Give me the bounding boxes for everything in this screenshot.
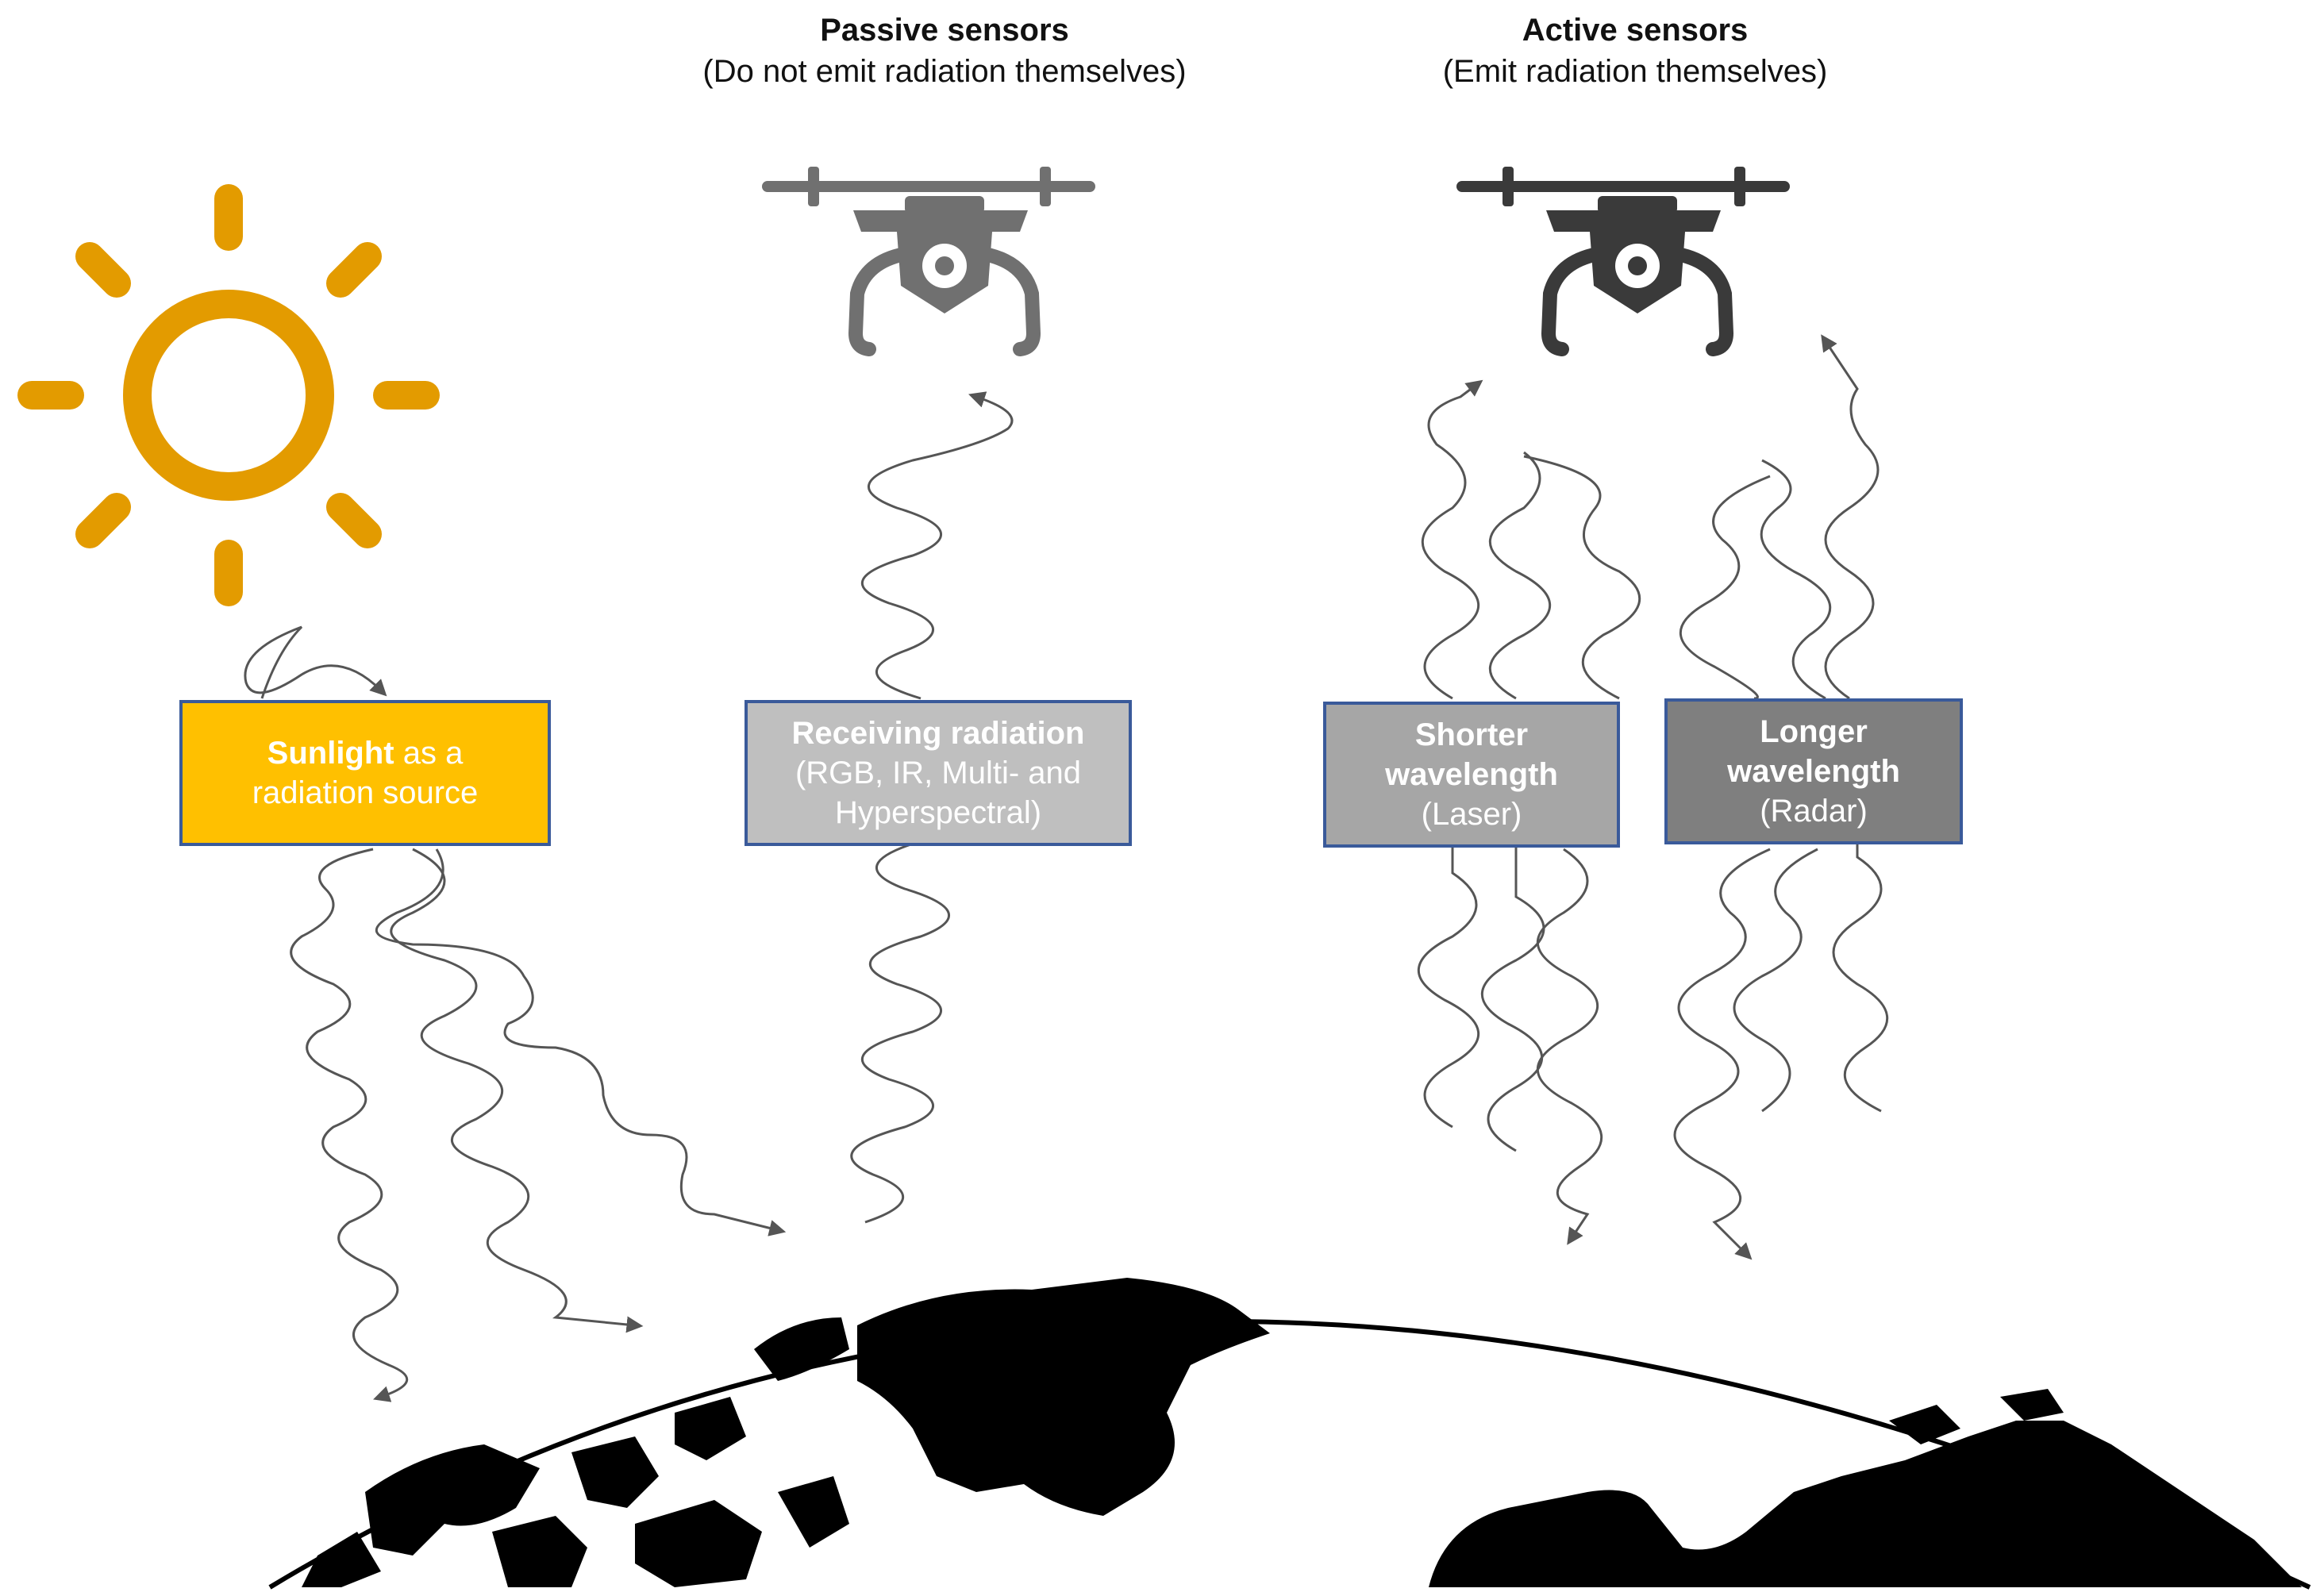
shorter-box-line-2: wavelength	[1385, 757, 1558, 792]
radar-wave-b	[1733, 848, 1818, 1113]
laser-wave-down-a	[1481, 451, 1551, 1152]
passive-sensors-subtitle: (Do not emit radiation themselves)	[702, 54, 1187, 89]
laser-wave-down-b	[1537, 848, 1603, 1245]
active-drone-icon	[1456, 167, 1790, 356]
laser-wave-down-c	[1523, 455, 1641, 700]
laser-wave-up	[1418, 385, 1478, 1129]
longer-box-line-1: Longer	[1760, 714, 1868, 749]
shorter-box-line-1: Shorter	[1414, 717, 1529, 752]
sunlight-source-box: Sunlight as a radiation source	[179, 700, 551, 846]
sunlight-box-line-1: Sunlight as a	[267, 733, 464, 773]
active-sensors-heading: Active sensors (Emit radiation themselve…	[1349, 10, 1921, 92]
passive-sensors-title: Passive sensors	[820, 13, 1069, 48]
radar-wave-up	[1826, 341, 1888, 1113]
sunlight-radiation-waves	[244, 625, 787, 1402]
earth-globe-icon	[268, 1278, 2311, 1590]
sunlight-wave-3	[375, 848, 787, 1236]
sunlight-wave-1	[290, 848, 408, 1402]
shorter-wavelength-box: Shorter wavelength (Laser)	[1323, 702, 1620, 848]
receiving-box-line-2: (RGB, IR, Multi- and	[795, 756, 1082, 790]
sunlight-box-bold: Sunlight	[267, 736, 394, 771]
receiving-box-line-3: Hyperspectral)	[834, 795, 1042, 830]
receiving-radiation-box: Receiving radiation (RGB, IR, Multi- and…	[745, 700, 1132, 846]
longer-wavelength-box: Longer wavelength (Radar)	[1664, 698, 1963, 844]
active-sensors-title: Active sensors	[1522, 13, 1749, 48]
receiving-radiation-wave	[850, 391, 1014, 1224]
longer-box-line-3: (Radar)	[1760, 794, 1868, 829]
radar-wave-down-a	[1673, 848, 1771, 1260]
sunlight-wave-up	[244, 625, 387, 699]
sunlight-box-line-2: radiation source	[252, 775, 479, 810]
receiving-box-title: Receiving radiation	[791, 716, 1085, 751]
sunlight-box-rest: as a	[394, 736, 464, 771]
longer-box-line-2: wavelength	[1727, 754, 1900, 789]
radar-wave-c	[1680, 475, 1771, 700]
radar-wave-d	[1760, 459, 1832, 700]
laser-waves	[1418, 385, 1641, 1245]
passive-sensors-heading: Passive sensors (Do not emit radiation t…	[635, 10, 1254, 92]
radar-waves	[1673, 341, 1888, 1260]
sun-icon	[17, 184, 440, 606]
active-sensors-subtitle: (Emit radiation themselves)	[1442, 54, 1828, 89]
shorter-box-line-3: (Laser)	[1421, 797, 1522, 832]
passive-drone-icon	[762, 167, 1095, 356]
sunlight-wave-2	[390, 848, 644, 1333]
